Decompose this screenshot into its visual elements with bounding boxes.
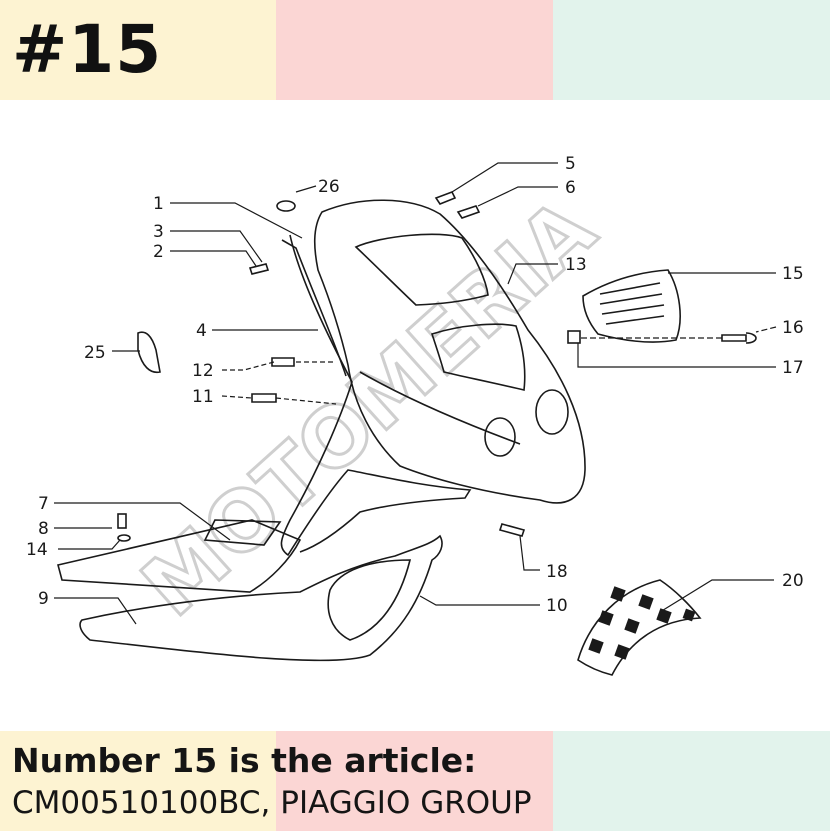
footboard — [57, 519, 302, 593]
leader-12 — [222, 361, 336, 371]
part-18-screw — [498, 523, 526, 537]
exploded-parts-diagram: MOTOMERIA — [26, 154, 804, 676]
bottom-color-band — [0, 731, 830, 831]
check — [638, 594, 654, 610]
page-title: #15 — [12, 11, 163, 88]
part-8-bolt — [117, 513, 127, 529]
caption-heading: Number 15 is the article: — [12, 741, 477, 780]
part-2-screw — [248, 263, 270, 275]
callout-1: 1 — [153, 194, 164, 214]
callout-20: 20 — [782, 571, 804, 591]
leader-2 — [170, 250, 257, 267]
part-26-cap — [276, 200, 296, 212]
leg-shield — [280, 234, 472, 557]
callout-18: 18 — [546, 562, 568, 582]
callout-26: 26 — [318, 177, 340, 197]
front-shield-assembly — [57, 190, 757, 676]
band-yellow — [0, 731, 276, 831]
callout-25: 25 — [84, 343, 106, 363]
lower-fairing-recess — [327, 559, 412, 641]
decal-checks — [588, 586, 696, 660]
caption-article-code: CM00510100BC, PIAGGIO GROUP — [12, 785, 532, 821]
leader-11 — [221, 395, 337, 405]
check — [682, 608, 696, 622]
leg-shield-edge — [281, 239, 347, 377]
band-mint — [553, 731, 830, 831]
check — [624, 618, 640, 634]
leader-7 — [54, 502, 231, 541]
part-6-screw — [456, 205, 481, 219]
band-pink — [276, 0, 553, 100]
callout-7: 7 — [38, 494, 49, 514]
footboard-inner — [203, 519, 282, 546]
check — [610, 586, 626, 602]
part-14-washer — [117, 534, 131, 542]
callout-6: 6 — [565, 178, 576, 198]
leader-lines — [54, 162, 777, 625]
leader-9 — [54, 597, 137, 625]
top-color-band — [0, 0, 830, 100]
band-mint — [553, 0, 830, 100]
shield-curve — [359, 371, 521, 445]
leader-26 — [295, 185, 317, 193]
part-15-grille — [582, 269, 681, 343]
leader-5 — [451, 162, 558, 193]
leader-10 — [419, 595, 540, 606]
callout-15: 15 — [782, 264, 804, 284]
callout-14: 14 — [26, 540, 48, 560]
part-16-screw — [721, 332, 757, 344]
leader-16 — [580, 326, 777, 339]
check — [656, 608, 672, 624]
leader-18 — [519, 535, 540, 571]
callout-4: 4 — [196, 321, 207, 341]
band-pink — [276, 731, 553, 831]
part-17-clip — [567, 330, 581, 344]
lower-fairing — [79, 534, 443, 662]
check — [598, 610, 614, 626]
callout-9: 9 — [38, 589, 49, 609]
leader-1 — [170, 202, 303, 239]
callout-17: 17 — [782, 358, 804, 378]
part-20-decal — [577, 579, 702, 676]
check — [588, 638, 604, 654]
callout-13: 13 — [565, 255, 587, 275]
leader-6 — [477, 186, 558, 207]
callout-3: 3 — [153, 222, 164, 242]
band-yellow — [0, 0, 276, 100]
callout-10: 10 — [546, 596, 568, 616]
center-vent — [430, 323, 526, 391]
watermark-text: MOTOMERIA — [125, 181, 614, 634]
right-headlight — [535, 389, 569, 435]
callout-labels: 1 3 2 26 4 25 12 11 5 6 13 15 16 17 7 8 … — [26, 154, 804, 616]
leader-20 — [659, 579, 774, 613]
part-25-grille — [137, 331, 161, 374]
part-15-slots — [599, 282, 665, 325]
watermark: MOTOMERIA — [123, 180, 615, 636]
part-5-screw — [434, 190, 457, 205]
part-12-screw — [271, 357, 295, 367]
part-11-screw — [251, 393, 277, 403]
callout-5: 5 — [565, 154, 576, 174]
leader-13 — [507, 263, 558, 285]
left-headlight — [484, 417, 516, 457]
callout-16: 16 — [782, 318, 804, 338]
front-shield-part — [313, 199, 586, 504]
callout-12: 12 — [192, 361, 214, 381]
top-window — [354, 233, 489, 306]
check — [614, 644, 630, 660]
callout-11: 11 — [192, 387, 214, 407]
callout-8: 8 — [38, 519, 49, 539]
callout-2: 2 — [153, 242, 164, 262]
leader-3 — [170, 230, 263, 263]
leader-17 — [577, 343, 776, 368]
leader-14 — [58, 539, 121, 550]
